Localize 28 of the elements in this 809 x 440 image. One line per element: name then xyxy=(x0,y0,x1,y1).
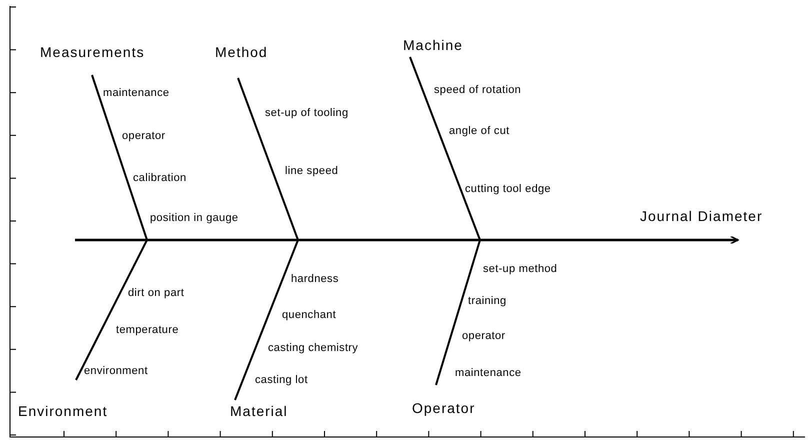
category-label: Measurements xyxy=(40,44,145,60)
cause-label: set-up method xyxy=(483,263,558,275)
cause-label: hardness xyxy=(291,273,339,285)
cause-label: quenchant xyxy=(282,309,336,321)
cause-label: casting chemistry xyxy=(268,342,358,354)
cause-label: position in gauge xyxy=(150,212,238,224)
cause-label: set-up of tooling xyxy=(265,107,348,119)
effect-label: Journal Diameter xyxy=(640,208,763,224)
category-label: Environment xyxy=(18,403,108,419)
cause-label: maintenance xyxy=(103,87,170,99)
cause-label: calibration xyxy=(133,172,186,184)
cause-label: line speed xyxy=(285,165,338,177)
category-label: Operator xyxy=(412,400,476,416)
cause-bone xyxy=(435,236,739,386)
cause-label: speed of rotation xyxy=(434,84,522,96)
category-label: Material xyxy=(230,403,288,419)
cause-label: dirt on part xyxy=(128,287,184,299)
cause-label: angle of cut xyxy=(449,125,510,137)
category-label: Machine xyxy=(403,37,463,53)
cause-label: environment xyxy=(84,365,148,377)
cause-label: temperature xyxy=(116,324,179,336)
category-label: Method xyxy=(215,44,268,60)
cause-label: cutting tool edge xyxy=(465,183,551,195)
cause-label: casting lot xyxy=(255,374,308,386)
cause-label: operator xyxy=(122,130,166,142)
cause-label: training xyxy=(468,295,506,307)
cause-label: maintenance xyxy=(455,367,522,379)
cause-label: operator xyxy=(462,330,506,342)
